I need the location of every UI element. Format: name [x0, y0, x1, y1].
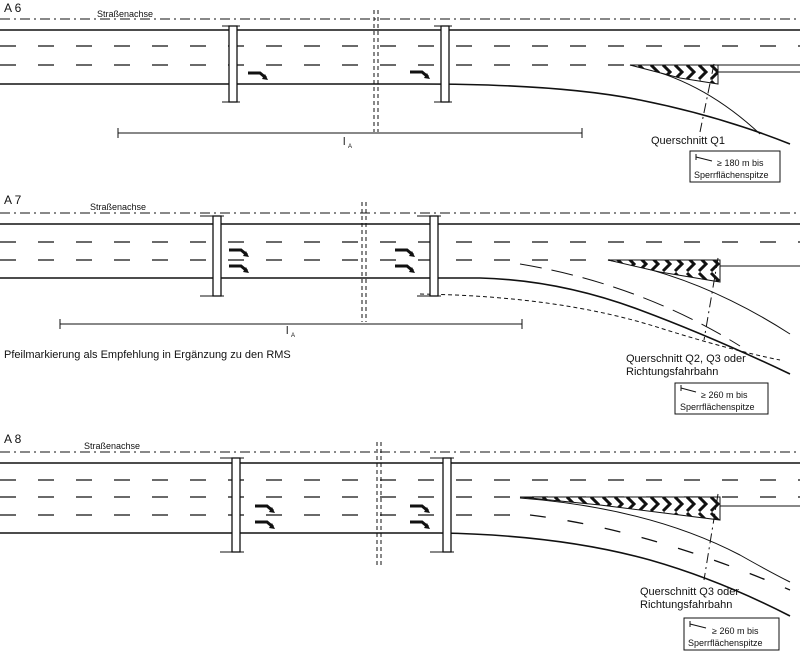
axis-label-a7: Straßenachse: [90, 202, 146, 212]
gantry-sign-2-a8: [442, 457, 452, 553]
gantry-sign-1-a7: [212, 215, 222, 297]
distance-box-a8: [683, 617, 780, 651]
distance-text-2-a7: Sperrflächenspitze: [680, 402, 755, 412]
distance-text-2-a6: Sperrflächenspitze: [694, 170, 769, 180]
turn-arrow-icon: [408, 520, 432, 531]
chevron-hatching-a8: [519, 496, 721, 521]
turn-arrow-icon: [393, 264, 417, 275]
distance-text-2-a8: Sperrflächenspitze: [688, 638, 763, 648]
cross-section-label-2-a8: Richtungsfahrbahn: [640, 599, 732, 611]
note-text: Pfeilmarkierung als Empfehlung in Ergänz…: [4, 349, 291, 361]
cross-section-line-a8: [703, 493, 719, 581]
gantry-sign-1-a8: [231, 457, 241, 553]
exit-ramp-lane-a8: [529, 514, 791, 591]
length-subscript-a7: A: [291, 333, 295, 339]
exit-ramp-lane-a7: [519, 263, 741, 347]
cross-section-label-a6: Querschnitt Q1: [651, 135, 725, 147]
panel-a8: A 8 Straßenachse Querschnitt Q3 oder Ric…: [0, 432, 800, 651]
panel-label-a6: A 6: [4, 1, 22, 15]
distance-text-1-a7: ≥ 260 m bis: [701, 390, 748, 400]
turn-arrow-icon: [227, 264, 251, 275]
gantry-sign-2-a7: [429, 215, 439, 297]
exit-ramp-edge-a7: [479, 277, 791, 375]
exit-ramp-edge-a6: [419, 83, 791, 145]
distance-text-1-a8: ≥ 260 m bis: [712, 626, 759, 636]
distance-box-a6: [689, 150, 781, 183]
gantry-sign-1-a6: [228, 25, 238, 103]
panel-a6: A 6 Straßenachse l A Querschnitt Q1 ≥ 18: [0, 1, 800, 183]
turn-arrow-icon: [393, 248, 417, 259]
future-edge-a7: [419, 293, 781, 361]
turn-arrow-icon: [227, 248, 251, 259]
distance-box-a7: [674, 382, 769, 415]
cross-section-label-1-a7: Querschnitt Q2, Q3 oder: [626, 353, 746, 365]
cross-section-line-a6: [699, 63, 715, 133]
turn-arrow-icon: [253, 520, 277, 531]
distance-text-1-a6: ≥ 180 m bis: [717, 158, 764, 168]
length-label-a6: l: [343, 136, 345, 148]
cross-section-line-a7: [703, 257, 719, 341]
turn-arrow-icon: [246, 71, 270, 82]
exit-ramp-edge-a8: [439, 532, 791, 617]
turn-arrow-icon: [408, 504, 432, 515]
cross-section-label-1-a8: Querschnitt Q3 oder: [640, 586, 739, 598]
panel-label-a8: A 8: [4, 432, 22, 446]
length-subscript-a6: A: [348, 144, 352, 150]
turn-arrow-icon: [253, 504, 277, 515]
axis-label-a6: Straßenachse: [97, 9, 153, 19]
chevron-hatching-a6: [629, 64, 719, 85]
panel-label-a7: A 7: [4, 193, 22, 207]
length-label-a7: l: [286, 325, 288, 337]
exit-ramp-inner-a8: [519, 497, 791, 583]
cross-section-label-2-a7: Richtungsfahrbahn: [626, 366, 718, 378]
chevron-hatching-a7: [607, 259, 721, 283]
axis-label-a8: Straßenachse: [84, 441, 140, 451]
panel-a7: A 7 Straßenachse l A Pfeilmarkierung als…: [0, 193, 800, 415]
turn-arrow-icon: [408, 70, 432, 81]
gantry-sign-2-a6: [440, 25, 450, 103]
